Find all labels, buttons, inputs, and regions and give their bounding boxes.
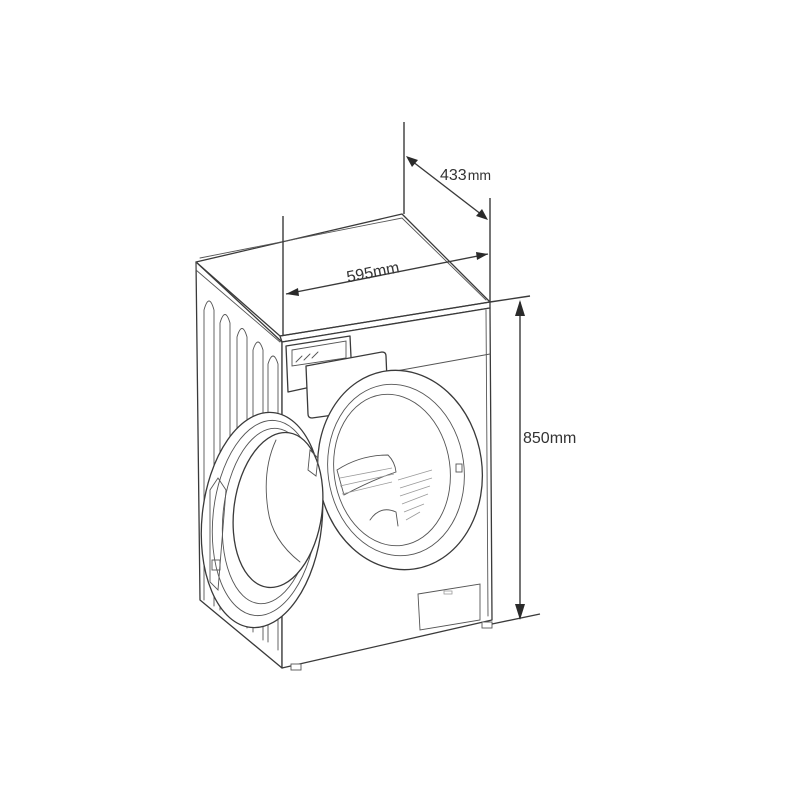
height-label: 850mm — [523, 430, 576, 447]
height-dimension — [489, 295, 541, 625]
width-dimension — [282, 216, 489, 336]
side-ribs — [203, 300, 279, 651]
depth-dimension — [403, 122, 491, 302]
machine-feet — [290, 621, 493, 671]
depth-label: 433mm — [440, 167, 491, 184]
filter-cover — [417, 583, 481, 631]
door-lock-slot — [455, 463, 463, 473]
door-handle — [211, 559, 221, 571]
open-door — [200, 411, 324, 629]
drum-perforation — [339, 467, 433, 521]
